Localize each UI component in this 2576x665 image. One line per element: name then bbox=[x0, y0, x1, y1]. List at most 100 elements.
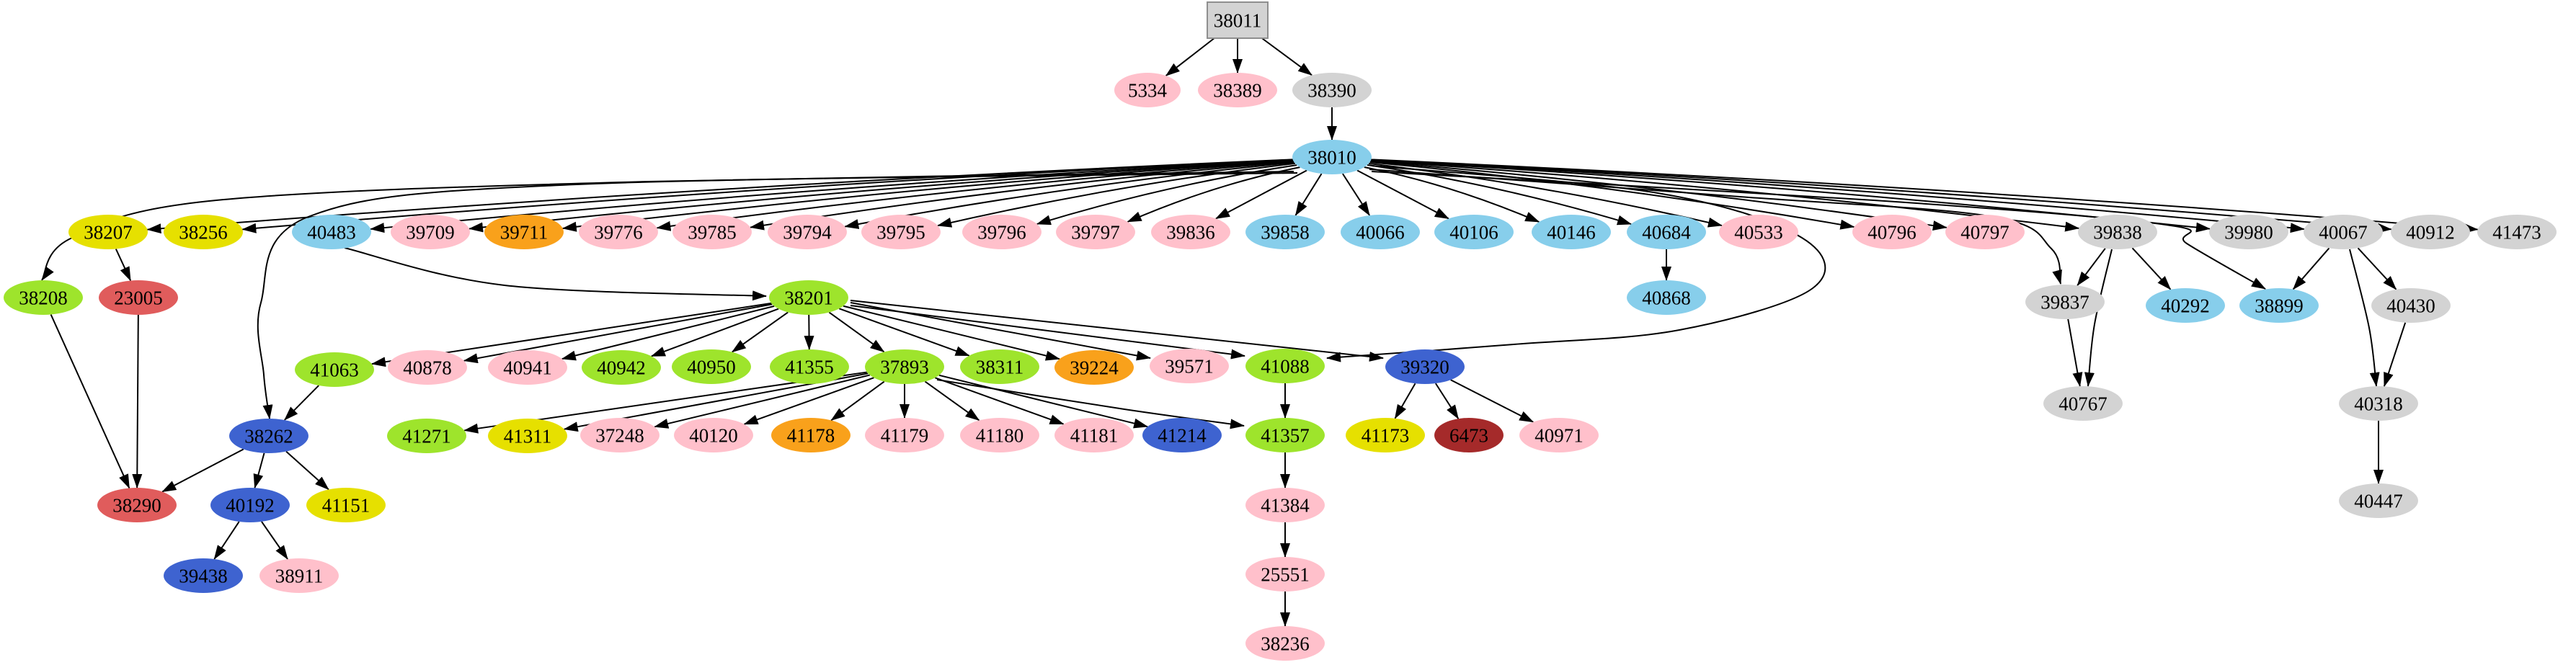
graph-node-40066: 40066 bbox=[1341, 215, 1420, 249]
node-shape-38262 bbox=[229, 419, 308, 453]
node-shape-41181 bbox=[1054, 418, 1134, 452]
edge-38201-40942 bbox=[650, 308, 779, 357]
node-shape-41357 bbox=[1245, 418, 1325, 452]
node-shape-38208 bbox=[4, 280, 83, 315]
node-shape-38911 bbox=[259, 558, 339, 593]
graph-node-39438: 39438 bbox=[164, 558, 243, 593]
graph-node-41173: 41173 bbox=[1346, 418, 1425, 452]
node-shape-39709 bbox=[391, 215, 470, 249]
node-shape-39980 bbox=[2209, 215, 2288, 249]
edge-38010-40684 bbox=[1367, 164, 1633, 226]
node-shape-6473 bbox=[1434, 418, 1504, 452]
node-shape-41088 bbox=[1245, 349, 1325, 383]
node-shape-38207 bbox=[68, 215, 148, 249]
node-shape-41151 bbox=[306, 488, 386, 522]
node-shape-39320 bbox=[1385, 349, 1465, 384]
edge-38201-38311 bbox=[838, 308, 970, 357]
graph-node-40533: 40533 bbox=[1719, 215, 1798, 249]
edge-38010-41088 bbox=[1326, 165, 1826, 362]
graph-node-41063: 41063 bbox=[295, 352, 374, 387]
graph-node-38390: 38390 bbox=[1292, 73, 1372, 107]
edge-40067-40430 bbox=[2357, 247, 2397, 290]
graph-node-41271: 41271 bbox=[387, 419, 466, 453]
graph-node-39320: 39320 bbox=[1385, 349, 1465, 384]
graph-node-38207: 38207 bbox=[68, 215, 148, 249]
graph-node-25551: 25551 bbox=[1245, 557, 1325, 592]
edge-38010-39709 bbox=[468, 159, 1294, 233]
graph-node-39838: 39838 bbox=[2078, 215, 2157, 249]
node-shape-40066 bbox=[1341, 215, 1420, 249]
graph-node-41088: 41088 bbox=[1245, 349, 1325, 383]
node-shape-40684 bbox=[1627, 215, 1706, 249]
node-shape-38290 bbox=[97, 488, 177, 522]
edge-38010-38256 bbox=[241, 159, 1293, 233]
graph-node-41151: 41151 bbox=[306, 488, 386, 522]
edge-40192-38911 bbox=[261, 521, 288, 560]
graph-node-41357: 41357 bbox=[1245, 418, 1325, 452]
edge-39838-39837 bbox=[2077, 248, 2106, 286]
node-shape-40796 bbox=[1852, 215, 1932, 249]
graph-node-40971: 40971 bbox=[1519, 418, 1599, 452]
node-shape-37893 bbox=[865, 349, 944, 384]
edge-37893-41180 bbox=[924, 380, 980, 421]
graph-node-40797: 40797 bbox=[1945, 215, 2025, 249]
graph-node-40292: 40292 bbox=[2146, 288, 2225, 323]
edge-38010-40797 bbox=[1370, 161, 1947, 231]
node-shape-39794 bbox=[768, 215, 847, 249]
edge-38262-38290 bbox=[161, 448, 244, 493]
edge-38010-39796 bbox=[1036, 164, 1297, 226]
graph-node-41473: 41473 bbox=[2477, 215, 2557, 249]
graph-node-41214: 41214 bbox=[1142, 418, 1222, 452]
edge-37893-40120 bbox=[743, 377, 874, 425]
node-shape-39776 bbox=[579, 215, 658, 249]
graph-node-40146: 40146 bbox=[1532, 215, 1611, 249]
edge-38201-40941 bbox=[561, 305, 775, 361]
node-shape-40318 bbox=[2339, 386, 2418, 421]
graph-node-38262: 38262 bbox=[229, 419, 308, 453]
node-shape-38899 bbox=[2239, 288, 2319, 323]
edge-38010-40106 bbox=[1356, 169, 1449, 220]
node-shape-39796 bbox=[962, 215, 1041, 249]
node-shape-38389 bbox=[1198, 73, 1277, 107]
graph-node-38256: 38256 bbox=[164, 215, 243, 249]
node-shape-40941 bbox=[488, 350, 567, 385]
node-shape-23005 bbox=[99, 280, 178, 315]
graph-node-38899: 38899 bbox=[2239, 288, 2319, 323]
node-shape-40797 bbox=[1945, 215, 2025, 249]
graph-node-38290: 38290 bbox=[97, 488, 177, 522]
edge-40430-40318 bbox=[2383, 322, 2407, 388]
edge-38010-39858 bbox=[1294, 173, 1323, 216]
node-shape-40878 bbox=[388, 350, 467, 385]
graph-node-38201: 38201 bbox=[769, 280, 848, 315]
graph-node-39836: 39836 bbox=[1151, 215, 1230, 249]
node-shape-40971 bbox=[1519, 418, 1599, 452]
graph-node-37893: 37893 bbox=[865, 349, 944, 384]
edge-37893-41357 bbox=[936, 379, 1245, 429]
graph-node-41179: 41179 bbox=[865, 418, 944, 452]
node-shape-39797 bbox=[1056, 215, 1135, 249]
graph-node-40483: 40483 bbox=[292, 215, 371, 249]
edge-38011-5334 bbox=[1165, 37, 1215, 76]
graph-node-40941: 40941 bbox=[488, 350, 567, 385]
node-shape-41179 bbox=[865, 418, 944, 452]
node-shape-39438 bbox=[164, 558, 243, 593]
graph-node-39794: 39794 bbox=[768, 215, 847, 249]
node-shape-40950 bbox=[672, 349, 751, 384]
node-shape-41311 bbox=[488, 419, 567, 453]
edge-37893-41178 bbox=[830, 380, 885, 421]
node-shape-40067 bbox=[2304, 215, 2383, 249]
graph-node-39797: 39797 bbox=[1056, 215, 1135, 249]
node-shape-41178 bbox=[771, 418, 850, 452]
node-shape-41355 bbox=[770, 349, 849, 384]
node-shape-39711 bbox=[484, 215, 564, 249]
graph-node-39571: 39571 bbox=[1150, 349, 1229, 383]
graph-node-39709: 39709 bbox=[391, 215, 470, 249]
edge-40067-38899 bbox=[2292, 247, 2330, 290]
graph-node-41181: 41181 bbox=[1054, 418, 1134, 452]
edge-37893-41181 bbox=[935, 377, 1065, 425]
node-shape-39838 bbox=[2078, 215, 2157, 249]
graph-node-39796: 39796 bbox=[962, 215, 1041, 249]
graph-node-41178: 41178 bbox=[771, 418, 850, 452]
edge-38201-39224 bbox=[843, 305, 1061, 361]
